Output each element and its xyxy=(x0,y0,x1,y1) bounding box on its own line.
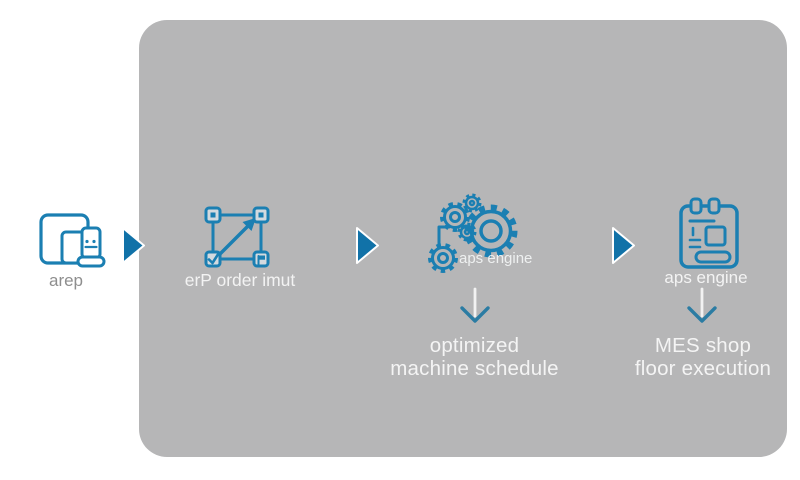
flow-arrow-icon-1 xyxy=(122,227,145,264)
down-arrow-icon-execution xyxy=(687,287,717,323)
step-aps-engine-label: aps engine xyxy=(459,250,533,267)
step-erp-input-label: erP order imut xyxy=(184,270,296,290)
down-arrow-icon-schedule xyxy=(460,287,490,323)
callout-schedule-line1: optimized xyxy=(429,334,520,357)
callout-optimized-schedule: optimized machine schedule xyxy=(377,334,572,380)
flow-arrow-icon-3 xyxy=(612,227,635,264)
erp-network-icon xyxy=(204,206,270,268)
devices-icon xyxy=(39,213,106,268)
callout-mes-execution: MES shop floor execution xyxy=(618,334,788,380)
gears-icon xyxy=(428,193,518,273)
callout-execution-line2: floor execution xyxy=(634,357,772,380)
flow-arrow-icon-2 xyxy=(356,227,379,264)
step-devices-label: arep xyxy=(48,271,84,290)
step-mes-label: aps engine xyxy=(664,268,748,287)
callout-schedule-line2: machine schedule xyxy=(390,357,559,380)
clipboard-icon xyxy=(679,197,739,269)
callout-execution-line1: MES shop xyxy=(654,334,752,357)
diagram-panel xyxy=(139,20,787,457)
